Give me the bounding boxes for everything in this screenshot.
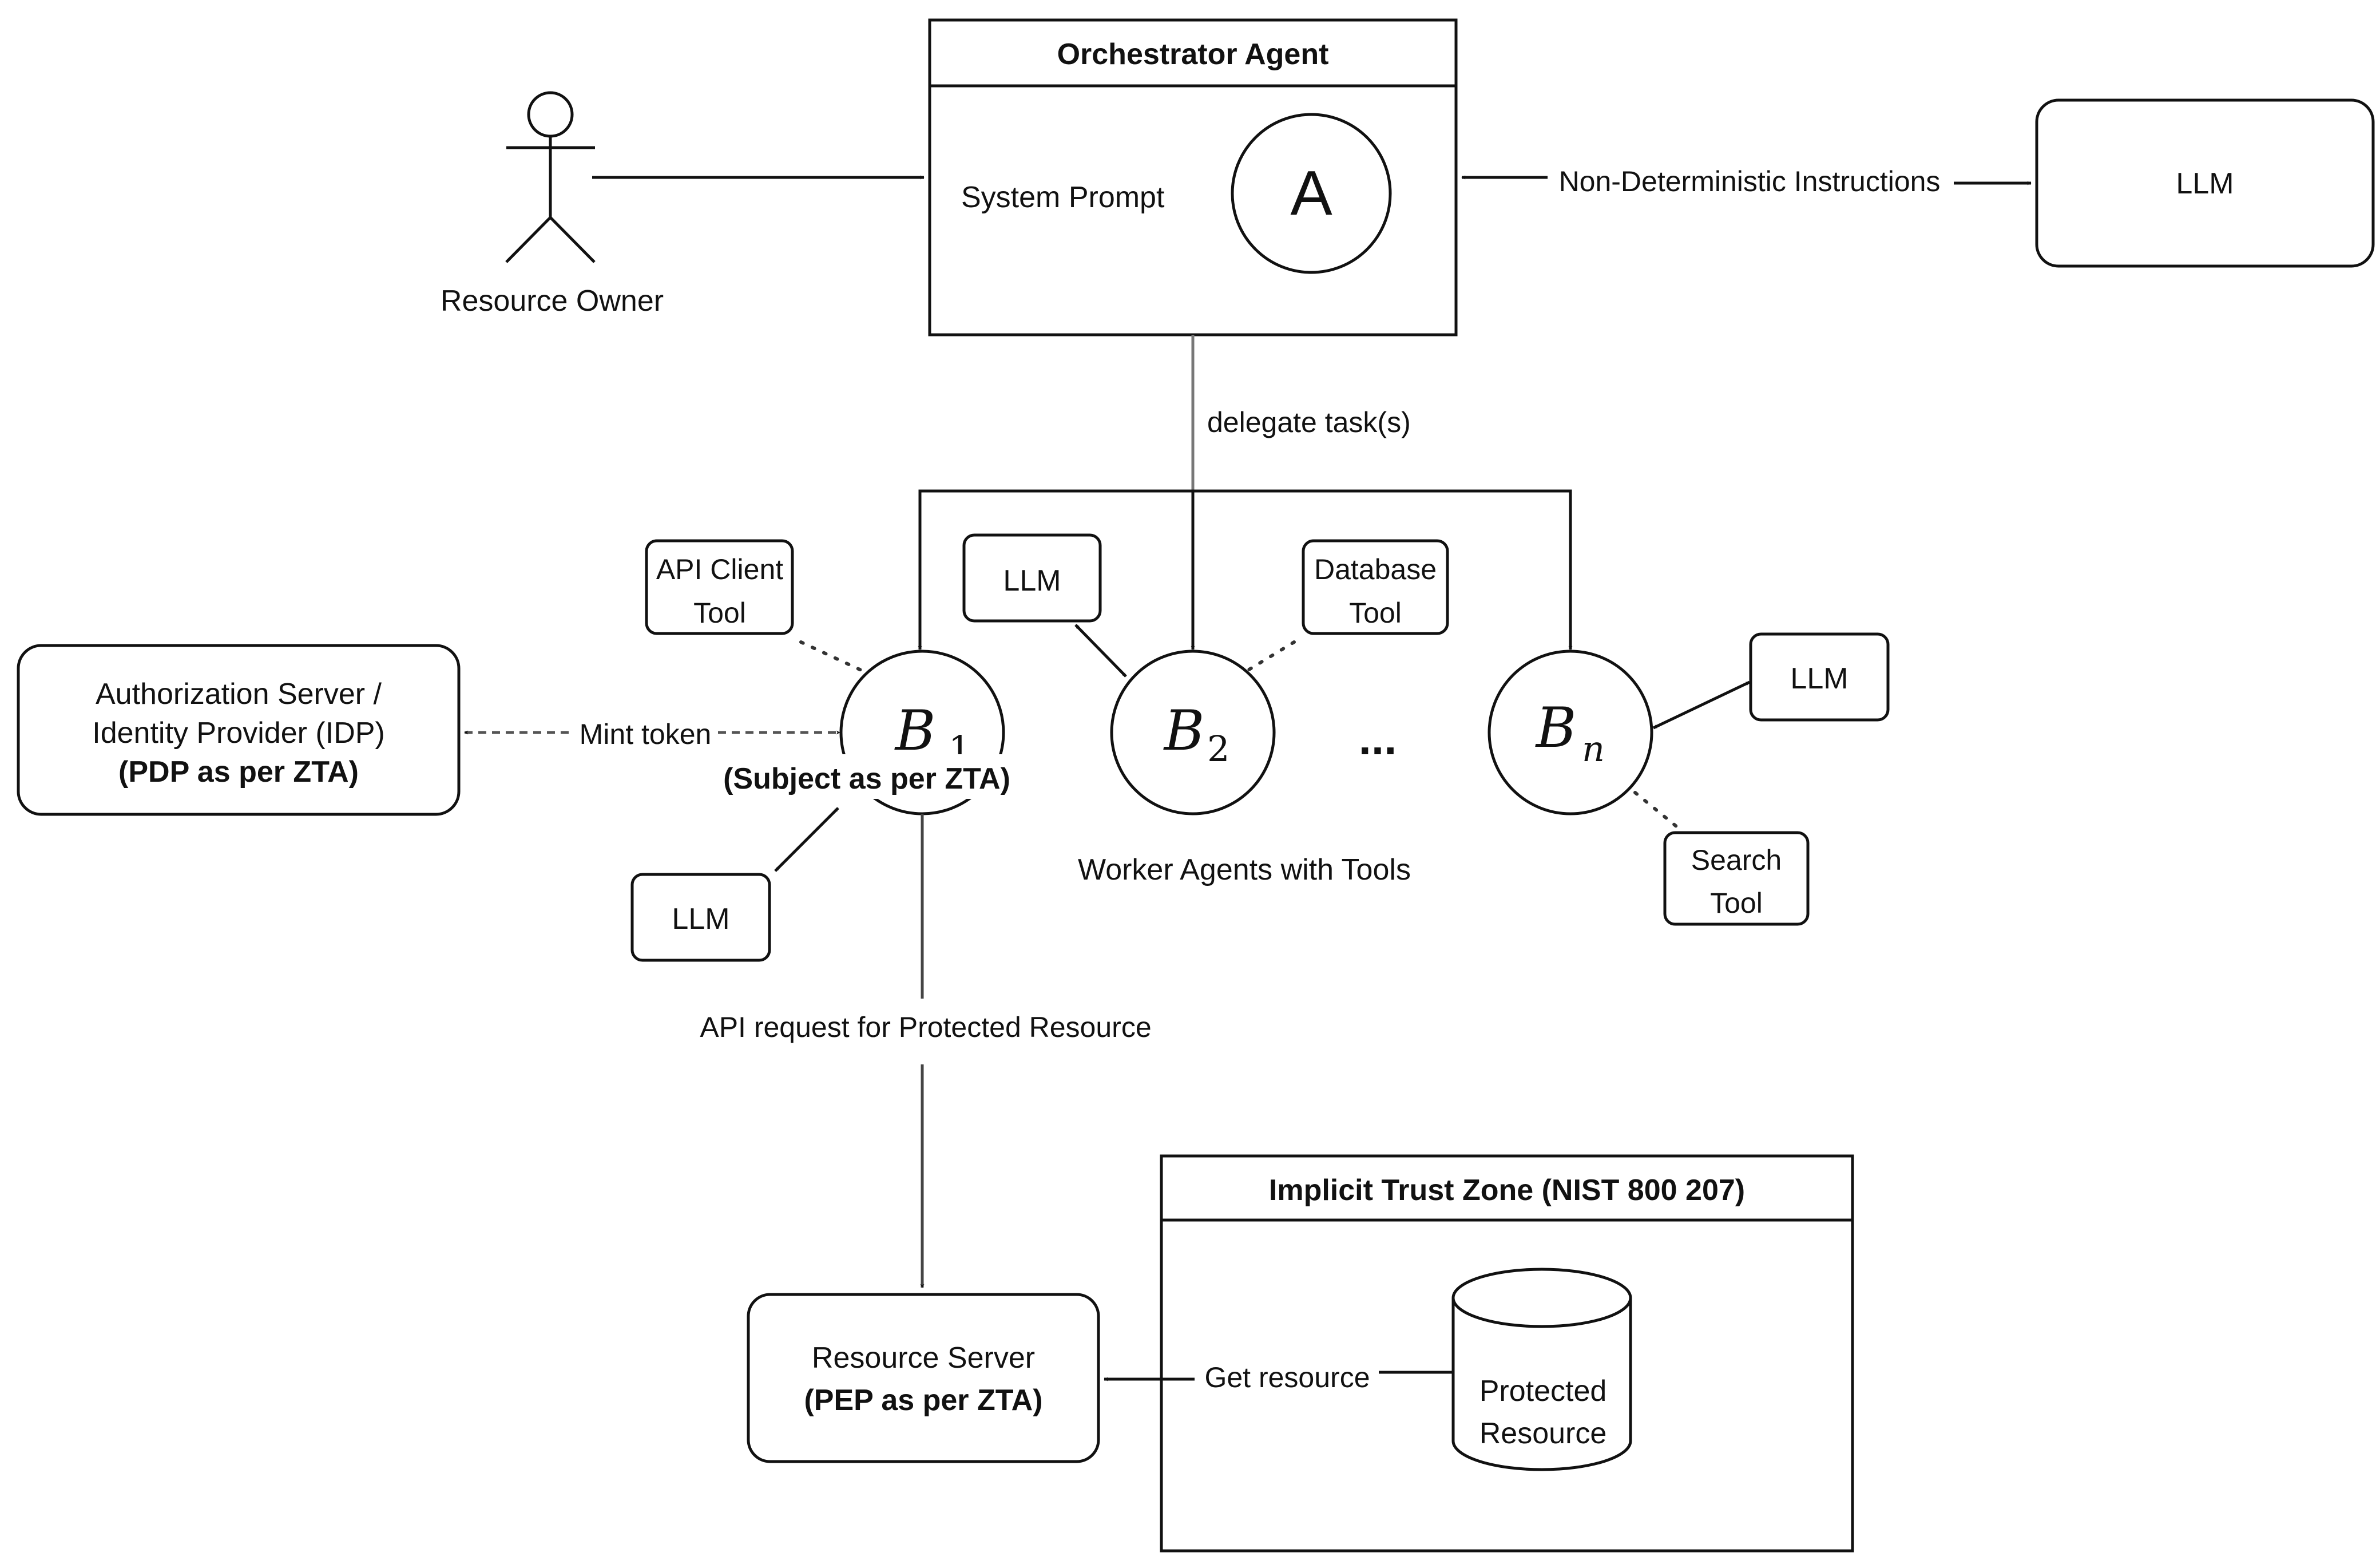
- orchestrator-agent: Orchestrator Agent System Prompt A: [928, 18, 1458, 336]
- b2-llm-arrow: [1074, 624, 1127, 678]
- agent-a-letter: A: [1290, 158, 1332, 228]
- search-tool-connector: [1633, 791, 1681, 830]
- trust-zone-title: Implicit Trust Zone (NIST 800 207): [1269, 1174, 1745, 1207]
- protected-resource-line1: Protected: [1479, 1375, 1607, 1408]
- api-client-tool-node: API Client Tool: [645, 539, 794, 635]
- protected-resource-database-icon: [1451, 1268, 1632, 1471]
- llm-top-node: [2035, 98, 2375, 268]
- llm-b2-node: [962, 533, 1102, 623]
- search-tool-line2: Tool: [1710, 887, 1763, 919]
- workers-ellipsis: ...: [1359, 713, 1397, 764]
- b1-caption-backdrop: [695, 754, 1038, 799]
- non-deterministic-label: Non-Deterministic Instructions: [1559, 165, 1941, 197]
- b2-base: B: [1163, 699, 1205, 763]
- llm-b2-label: LLM: [1003, 564, 1061, 597]
- resource-server-node: [747, 1293, 1100, 1463]
- system-prompt-label: System Prompt: [961, 181, 1165, 214]
- bn-base: B: [1535, 696, 1577, 760]
- database-tool-connector: [1240, 640, 1296, 676]
- bn-subscript: n: [1582, 728, 1605, 770]
- api-client-tool-line2: Tool: [693, 597, 746, 629]
- llm-bn-node: [1749, 632, 1890, 722]
- llm-bn-label: LLM: [1790, 662, 1848, 695]
- database-tool-node: Database Tool: [1302, 539, 1449, 635]
- orchestrator-title: Orchestrator Agent: [1057, 38, 1329, 71]
- search-tool-node: Search Tool: [1663, 831, 1810, 926]
- mint-token-label: Mint token: [580, 718, 712, 750]
- b1-subject-caption: (Subject as per ZTA): [723, 762, 1010, 795]
- database-tool-line2: Tool: [1349, 597, 1402, 629]
- agent-a-node: [1231, 113, 1392, 274]
- b1-base: B: [894, 699, 936, 763]
- delegate-branch-line: [918, 489, 1573, 650]
- auth-server-line1: Authorization Server /: [96, 678, 382, 711]
- worker-b2-node: B 2: [1110, 650, 1276, 815]
- auth-server-line3: (PDP as per ZTA): [118, 755, 359, 789]
- search-tool-line1: Search: [1691, 844, 1782, 876]
- database-tool-line1: Database: [1314, 553, 1437, 585]
- authorization-server-node: [17, 644, 461, 816]
- protected-resource-line2: Resource: [1479, 1417, 1607, 1450]
- resource-owner-actor-icon: [505, 91, 596, 263]
- get-resource-label: Get resource: [1204, 1361, 1370, 1393]
- llm-b1-label: LLM: [672, 902, 729, 936]
- delegate-label: delegate task(s): [1207, 406, 1411, 438]
- api-request-label: API request for Protected Resource: [700, 1011, 1151, 1043]
- llm-b1-node: [630, 873, 771, 962]
- auth-server-line2: Identity Provider (IDP): [92, 716, 385, 750]
- worker-bn-node: B n: [1488, 650, 1653, 815]
- llm-top-label: LLM: [2176, 167, 2234, 200]
- resource-server-line2: (PEP as per ZTA): [804, 1384, 1042, 1417]
- bn-llm-arrow: [1652, 680, 1751, 730]
- api-client-tool-line1: API Client: [656, 553, 783, 585]
- api-tool-connector: [799, 640, 871, 676]
- b1-llm-arrow: [774, 807, 839, 872]
- b2-subscript: 2: [1207, 728, 1229, 770]
- resource-server-line1: Resource Server: [812, 1341, 1035, 1375]
- resource-owner-label: Resource Owner: [441, 284, 664, 318]
- worker-agents-caption: Worker Agents with Tools: [1078, 853, 1411, 886]
